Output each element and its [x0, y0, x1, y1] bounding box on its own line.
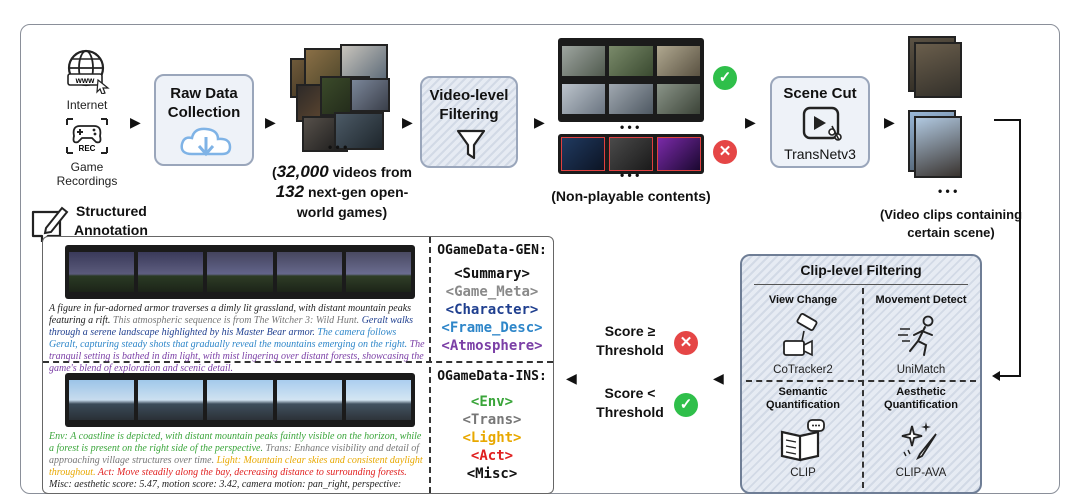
cross-icon: ✕ — [674, 331, 698, 355]
ins-paragraph: Env: A coastline is depicted, with dista… — [49, 431, 425, 491]
gamepad-icon: REC — [66, 118, 108, 154]
clips-caption: (Video clips containing certain scene) — [879, 207, 1023, 240]
ins-para-env: Env: A coastline is depicted, with dista… — [49, 431, 422, 454]
ins-title: OGameData-INS: — [437, 369, 547, 384]
arrow-left: ◀ — [566, 370, 577, 386]
ins-tag: <Act> — [470, 448, 514, 464]
ins-para-light: Light: Mountain clear skies and consiste… — [49, 455, 423, 478]
globe-icon: www — [67, 49, 110, 94]
playable-video-strip — [558, 38, 704, 122]
video-thumbnail — [334, 112, 384, 150]
book-chat-icon — [780, 419, 825, 462]
gen-title: OGameData-GEN: — [437, 243, 547, 258]
internet-label: Internet — [66, 98, 108, 112]
ellipsis: • • • — [620, 168, 640, 182]
gen-paragraph: A figure in fur-adorned armor traverses … — [49, 303, 425, 375]
gen-film-strip — [65, 245, 415, 299]
ins-tag: <Env> — [470, 394, 514, 410]
non-playable-video-strip — [558, 134, 704, 174]
video-thumbnail — [350, 78, 390, 112]
annotation-panel: A figure in fur-adorned armor traverses … — [42, 236, 554, 494]
cloud-download-icon — [180, 127, 232, 157]
raw-data-collection-box: Raw Data Collection — [154, 74, 254, 166]
camera-icon — [783, 313, 818, 357]
arrow-right: ▶ — [265, 114, 276, 130]
game-recordings-label: Game Recordings — [56, 160, 118, 188]
arrow-right: ▶ — [884, 114, 895, 130]
view-change-cell: View Change CoTracker2 — [768, 294, 838, 376]
running-person-icon — [898, 315, 934, 356]
ins-para-misc: Misc: aesthetic score: 5.47, motion scor… — [49, 479, 402, 490]
funnel-icon — [456, 129, 486, 160]
arrow-left: ◀ — [713, 370, 724, 386]
clip-thumbnail — [914, 116, 962, 178]
ins-film-strip — [65, 373, 415, 427]
www-text: www — [75, 76, 95, 85]
videos-caption: (32,000 videos from 132 next-gen open- w… — [272, 162, 412, 220]
aesthetic-quantification-cell: Aesthetic Quantification CLIP-AVA — [884, 386, 958, 479]
sparkle-brush-icon — [901, 422, 937, 461]
arrow-right: ▶ — [534, 114, 545, 130]
score-ge-label: Score ≥ Threshold — [596, 323, 664, 358]
ellipsis: • • • — [328, 140, 348, 154]
ins-tag: <Trans> — [462, 412, 522, 428]
scene-cut-box: Scene Cut TransNetv3 — [770, 76, 870, 168]
rec-text: REC — [79, 144, 96, 153]
arrow-right: ▶ — [402, 114, 413, 130]
gen-tag-list: <Summary> <Game_Meta> <Character> <Frame… — [431, 265, 553, 355]
ellipsis: • • • — [620, 120, 640, 134]
ins-tag: <Light> — [462, 430, 522, 446]
check-icon: ✓ — [713, 66, 737, 90]
gen-para-character: Geralt walks through a serene landscape … — [49, 315, 414, 338]
gen-para-summary: A figure in fur-adorned armor traverses … — [49, 303, 412, 326]
non-playable-caption: (Non-playable contents) — [551, 188, 711, 204]
structured-annotation-title: Structured Annotation — [74, 203, 148, 238]
connector-line — [992, 119, 1021, 381]
video-level-filtering-box: Video-level Filtering — [420, 76, 518, 168]
arrow-right: ▶ — [745, 114, 756, 130]
transnet-label: TransNetv3 — [784, 146, 856, 162]
ins-para-act: Act: Move steadily along the bay, decrea… — [97, 467, 407, 478]
clip-level-filtering-box: Clip-level Filtering View Change CoTrack… — [740, 254, 982, 494]
cross-icon: ✕ — [713, 140, 737, 164]
gen-tag: <Frame_Desc> — [441, 320, 543, 336]
ins-tag-list: <Env> <Trans> <Light> <Act> <Misc> — [431, 393, 553, 483]
gen-tag: <Atmosphere> — [441, 338, 543, 354]
gen-tag: <Summary> — [454, 266, 530, 282]
ins-tag: <Misc> — [466, 466, 518, 482]
movement-detect-cell: Movement Detect UniMatch — [875, 294, 967, 376]
ins-para-trans: Trans: Enhance visibility and detail of … — [49, 443, 420, 466]
score-lt-label: Score < Threshold — [596, 385, 664, 420]
gen-tag: <Character> — [445, 302, 539, 318]
gen-tag: <Game_Meta> — [445, 284, 539, 300]
gen-para-atmosphere: The tranquil setting is bathed in dim li… — [49, 339, 425, 374]
gen-para-meta: This atmospheric sequence is from The Wi… — [112, 315, 362, 326]
gen-para-frame: The camera follows Geralt, capturing ste… — [49, 327, 410, 350]
ellipsis: • • • — [938, 184, 958, 198]
clip-filter-title: Clip-level Filtering — [800, 262, 922, 278]
arrow-right: ▶ — [130, 114, 141, 130]
check-icon: ✓ — [674, 393, 698, 417]
semantic-quantification-cell: Semantic Quantification CLIP — [766, 386, 840, 479]
clip-thumbnail — [914, 42, 962, 98]
video-cut-icon — [802, 106, 842, 141]
